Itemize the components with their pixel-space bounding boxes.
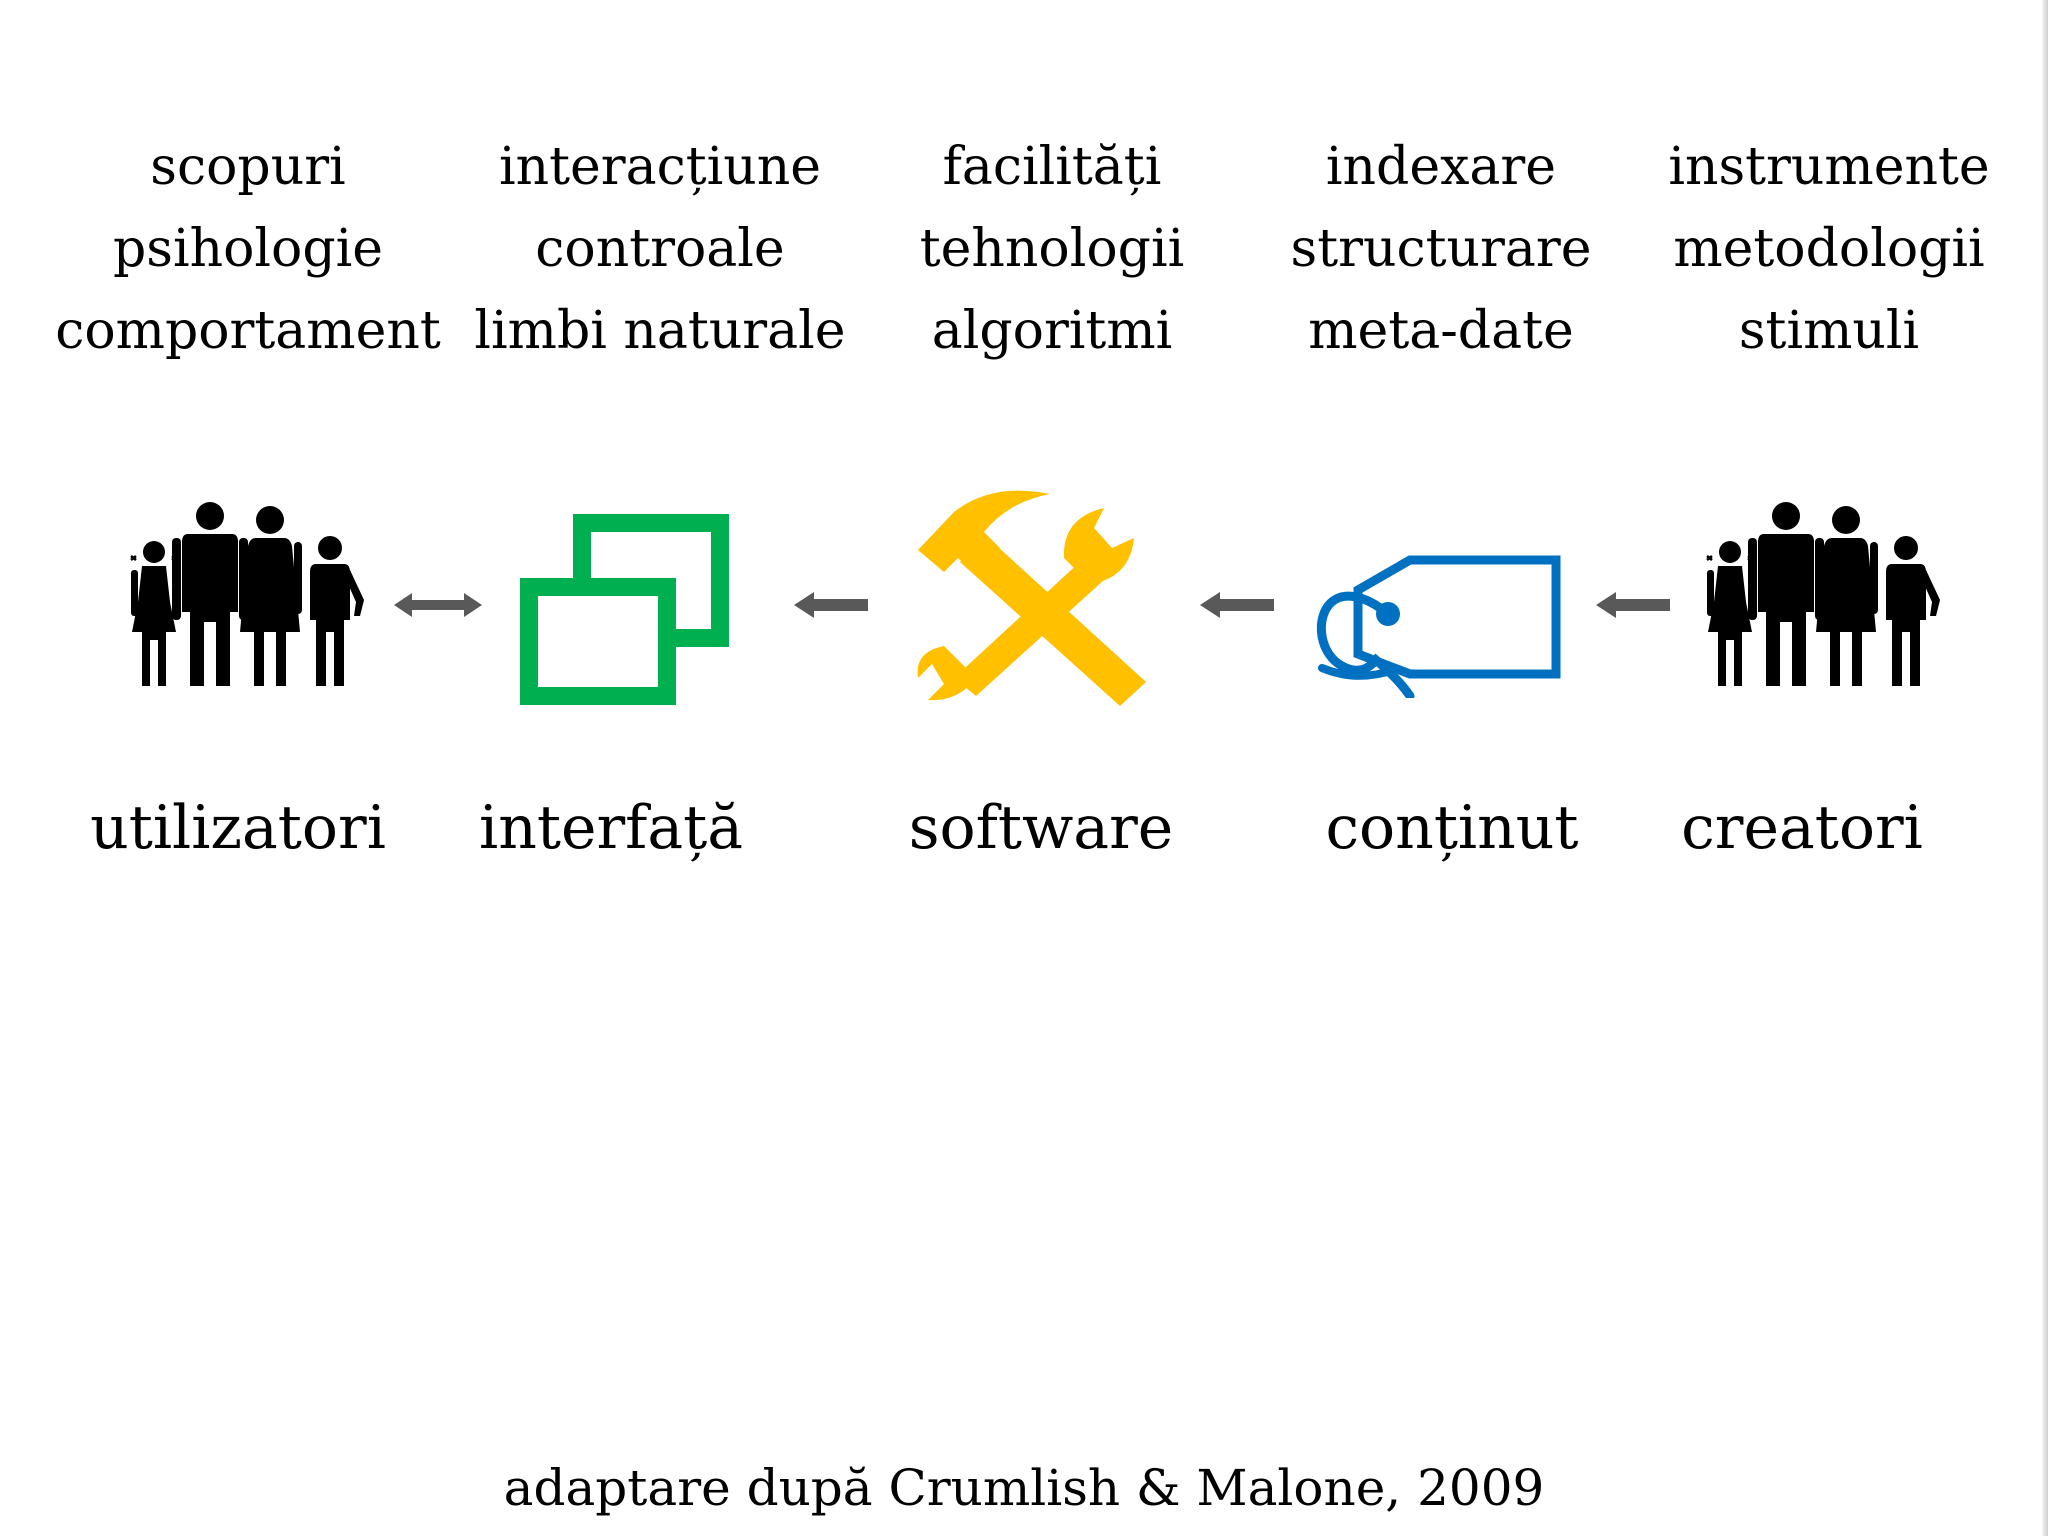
attribute-line: facilități: [942, 137, 1162, 197]
column-users-attributes: scopuri psihologie comportament: [48, 126, 448, 372]
label-users: utilizatori: [90, 793, 386, 863]
label-creators: creatori: [1681, 793, 1923, 863]
left-arrow-icon: [1596, 592, 1670, 618]
left-arrow-icon: [1200, 592, 1274, 618]
label-software: software: [908, 793, 1174, 863]
label-interface: interfață: [479, 793, 743, 863]
left-arrow-icon: [794, 592, 868, 618]
tag-icon: [1316, 555, 1561, 698]
attribute-line: algoritmi: [931, 301, 1173, 361]
attribute-line: controale: [535, 219, 785, 279]
attribute-line: instrumente: [1668, 137, 1990, 197]
label-content: conținut: [1325, 793, 1579, 863]
attribute-line: tehnologii: [919, 219, 1185, 279]
column-creators-attributes: instrumente metodologii stimuli: [1629, 126, 2029, 372]
attribute-line: interacțiune: [498, 137, 822, 197]
attribute-line: meta-date: [1308, 301, 1574, 361]
slide-edge: [2042, 0, 2048, 1536]
tools-icon: [917, 490, 1146, 706]
attribute-line: structurare: [1290, 219, 1592, 279]
attribute-line: indexare: [1325, 137, 1557, 197]
column-interface-attributes: interacțiune controale limbi naturale: [460, 126, 860, 372]
column-software-attributes: facilități tehnologii algoritmi: [852, 126, 1252, 372]
attribute-line: metodologii: [1673, 219, 1985, 279]
family-icon: [1706, 500, 1946, 690]
attribute-line: scopuri: [150, 137, 346, 197]
attribute-line: comportament: [55, 301, 441, 361]
windows-icon: [520, 514, 729, 705]
attribute-line: stimuli: [1738, 301, 1920, 361]
attribute-line: limbi naturale: [474, 301, 846, 361]
column-content-attributes: indexare structurare meta-date: [1241, 126, 1641, 372]
attribute-line: psihologie: [112, 219, 384, 279]
family-icon: [130, 500, 370, 690]
citation: adaptare după Crumlish & Malone, 2009: [503, 1459, 1545, 1517]
double-arrow-icon: [394, 593, 482, 617]
